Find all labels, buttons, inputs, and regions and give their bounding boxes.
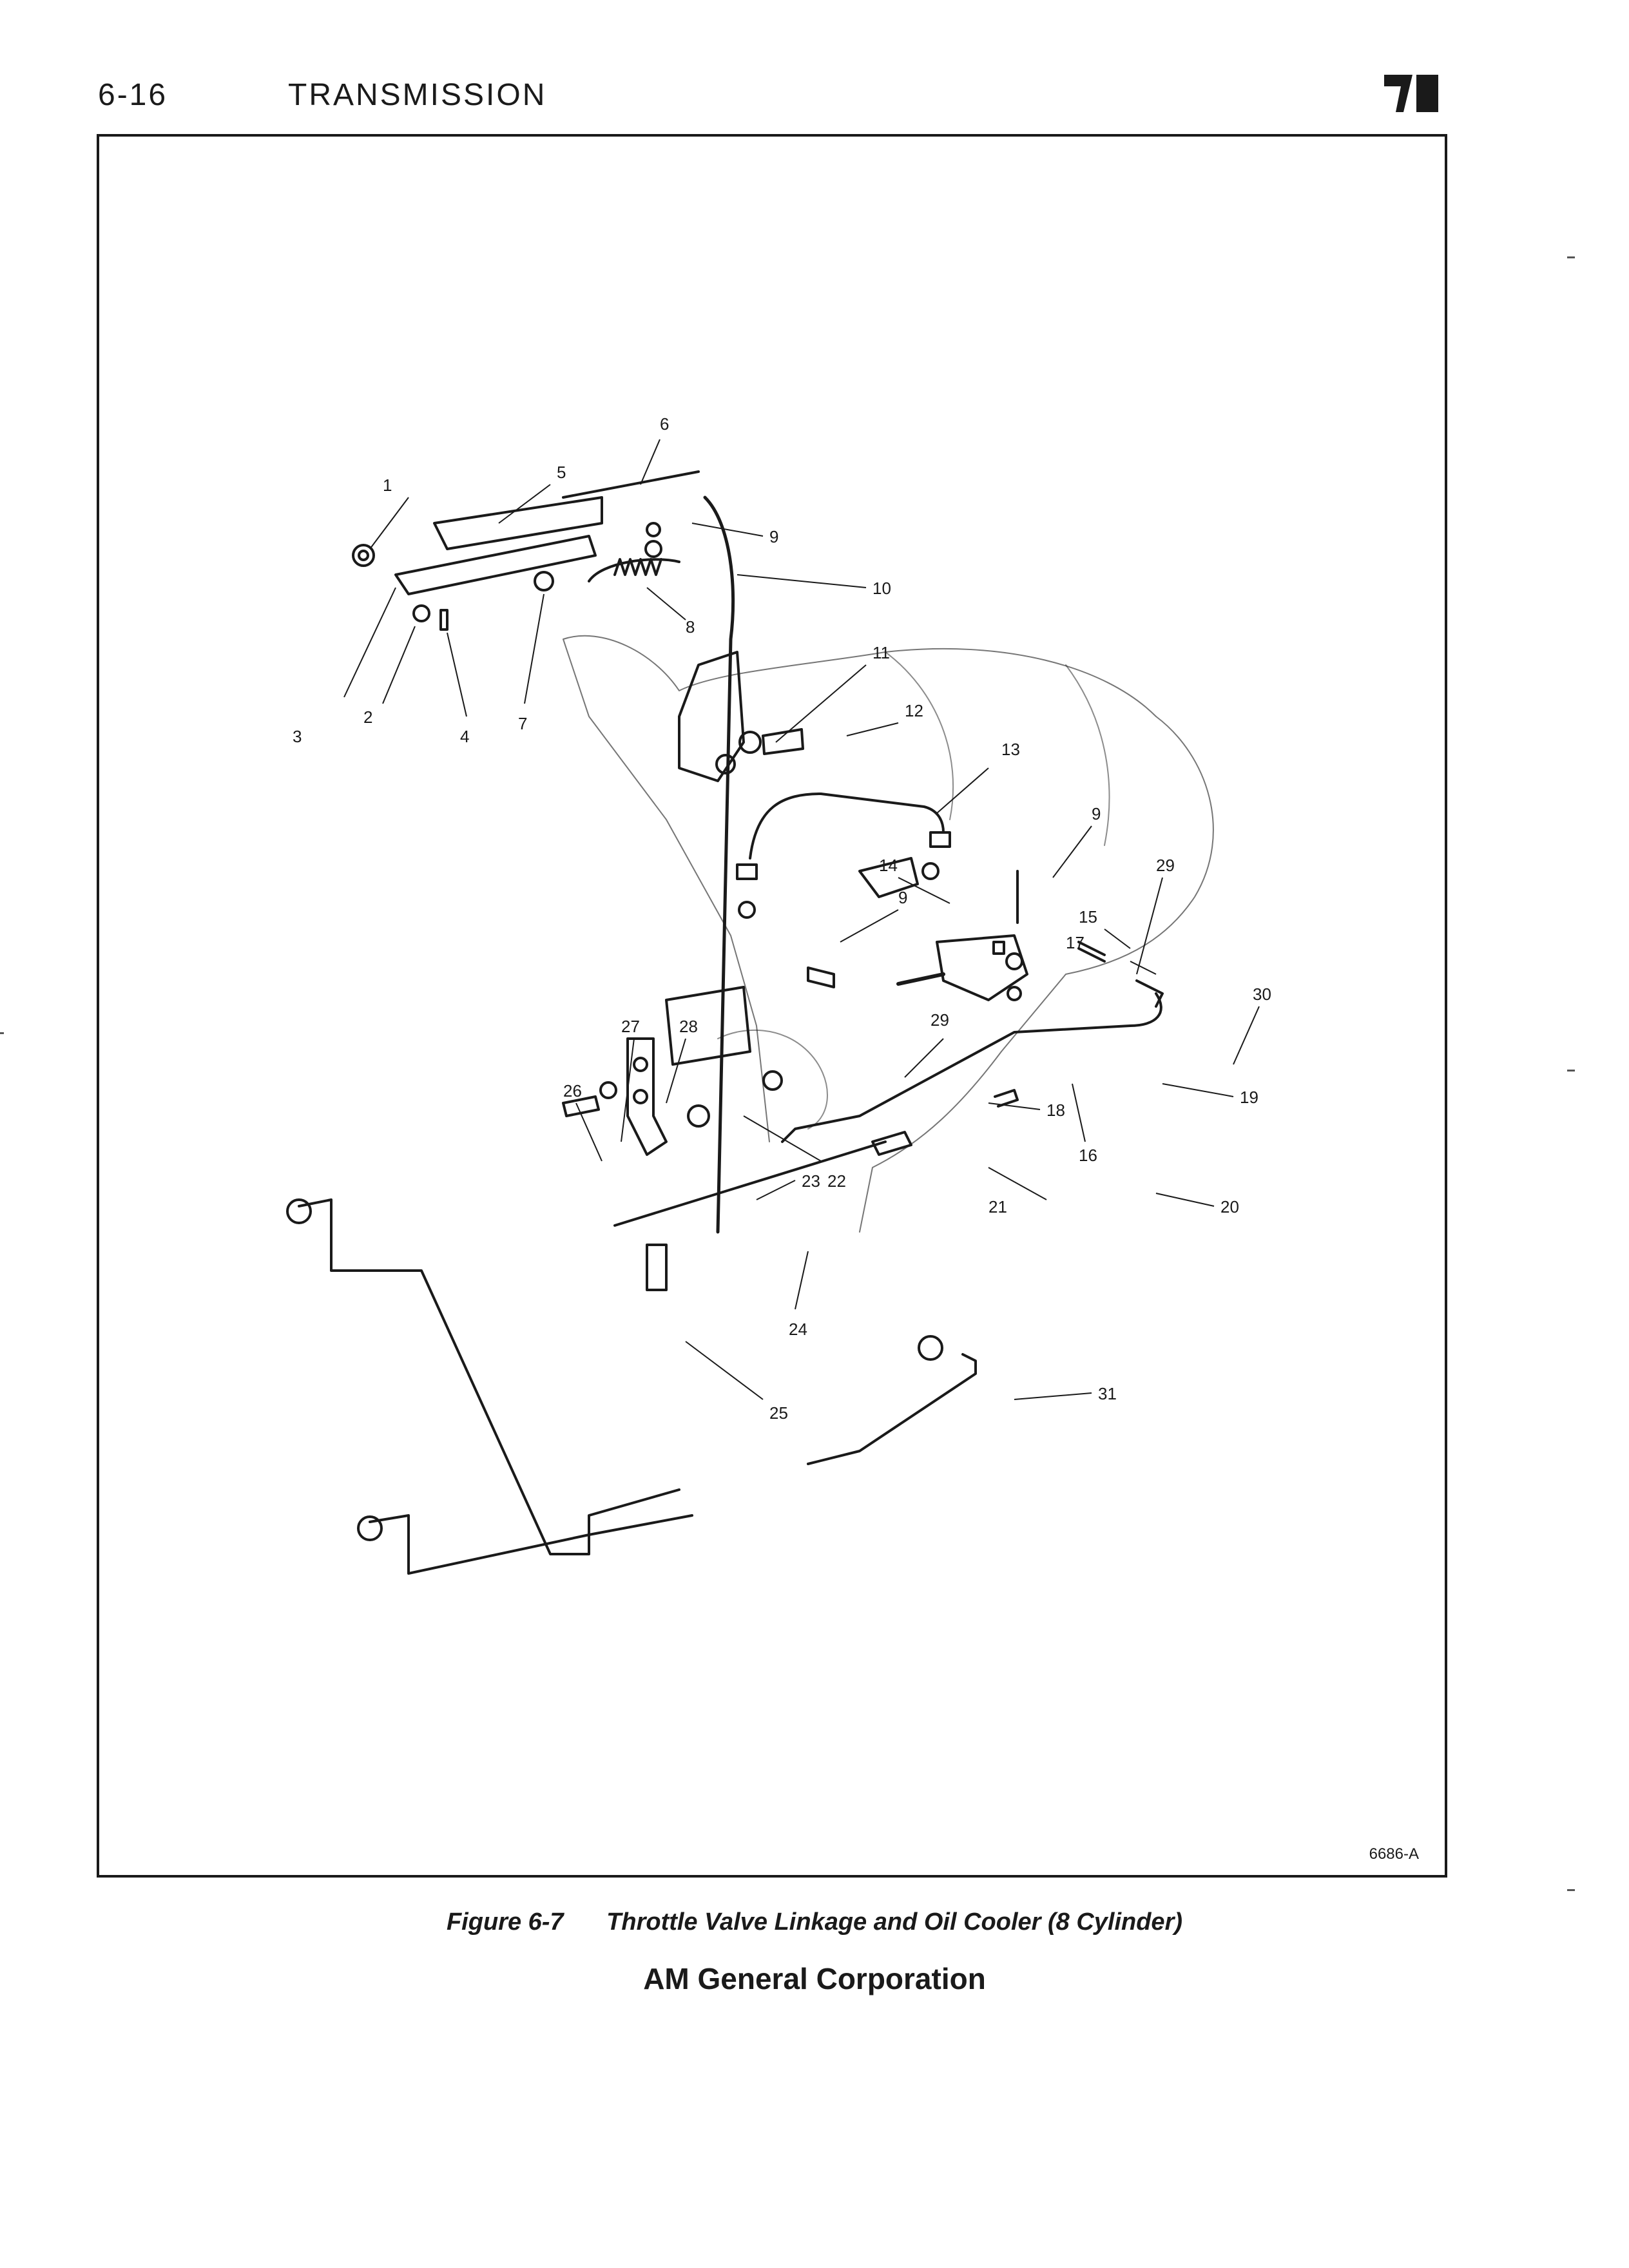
bracket xyxy=(665,986,751,1066)
callout-26: 26 xyxy=(563,1081,582,1100)
callout-7: 7 xyxy=(518,714,527,733)
return-spring xyxy=(588,558,680,582)
callout-4: 4 xyxy=(460,727,469,746)
callout-12: 12 xyxy=(905,701,923,720)
callout-29b: 29 xyxy=(1156,856,1175,875)
throttle-lever xyxy=(678,651,745,782)
margin-tick xyxy=(1567,256,1575,258)
caption-number: Figure 6-7 xyxy=(446,1908,564,1936)
throttle-cable xyxy=(613,1140,887,1227)
cooler-line-right xyxy=(807,1353,977,1465)
callout-22: 22 xyxy=(827,1171,846,1191)
throttle-bracket xyxy=(394,535,597,595)
callout-25: 25 xyxy=(769,1403,788,1423)
callout-24: 24 xyxy=(789,1320,807,1339)
mounting-plate xyxy=(626,1037,668,1156)
page-number: 6-16 xyxy=(98,78,168,112)
margin-tick xyxy=(0,1032,4,1034)
cooler-line-upper xyxy=(781,992,1162,1143)
callout-6: 6 xyxy=(660,414,669,434)
tube xyxy=(749,793,945,860)
callout-14: 14 xyxy=(879,856,898,875)
exploded-diagram: 1 2 3 4 5 6 7 8 9 10 11 12 13 9 14 9 15 … xyxy=(286,414,1271,1575)
publisher: AM General Corporation xyxy=(643,1962,986,1995)
callout-16: 16 xyxy=(1079,1146,1097,1165)
callout-23: 23 xyxy=(802,1171,820,1191)
callout-27: 27 xyxy=(621,1017,640,1036)
callout-28: 28 xyxy=(679,1017,698,1036)
figure-frame: 1 2 3 4 5 6 7 8 9 10 11 12 13 9 14 9 15 … xyxy=(97,134,1447,1878)
figure-caption: Figure 6-7 Throttle Valve Linkage and Oi… xyxy=(0,1908,1629,1936)
callout-21: 21 xyxy=(988,1197,1007,1216)
callout-31: 31 xyxy=(1098,1384,1117,1403)
callout-18: 18 xyxy=(1046,1100,1065,1120)
callout-9: 9 xyxy=(769,527,778,546)
callout-13: 13 xyxy=(1001,740,1020,759)
callout-17: 17 xyxy=(1066,933,1084,952)
callout-10: 10 xyxy=(872,579,891,598)
callout-29a: 29 xyxy=(930,1010,949,1030)
callout-15: 15 xyxy=(1079,907,1097,927)
margin-tick xyxy=(1567,1070,1575,1072)
callout-3: 3 xyxy=(293,727,302,746)
transmission-housing xyxy=(563,635,1214,1233)
callout-9b: 9 xyxy=(1092,804,1101,823)
caption-title: Throttle Valve Linkage and Oil Cooler (8… xyxy=(606,1908,1183,1936)
section-title: TRANSMISSION xyxy=(288,78,547,112)
callout-2: 2 xyxy=(363,707,372,727)
callout-11: 11 xyxy=(872,643,890,662)
callout-30: 30 xyxy=(1253,985,1271,1004)
throttle-rod xyxy=(703,495,735,1234)
margin-tick xyxy=(1567,1889,1575,1891)
callout-20: 20 xyxy=(1220,1197,1239,1216)
cooler-line-left xyxy=(298,1198,680,1555)
callout-8: 8 xyxy=(686,617,695,637)
callout-9c: 9 xyxy=(898,888,907,907)
figure-code: 6686-A xyxy=(1369,1845,1419,1863)
callout-5: 5 xyxy=(557,463,566,482)
callout-19: 19 xyxy=(1240,1088,1258,1107)
clamp xyxy=(858,857,919,898)
callout-1: 1 xyxy=(383,476,392,495)
cooler-line-lower xyxy=(369,1514,693,1575)
cable-bracket xyxy=(646,1244,668,1291)
brand-logo-icon xyxy=(1384,75,1438,112)
